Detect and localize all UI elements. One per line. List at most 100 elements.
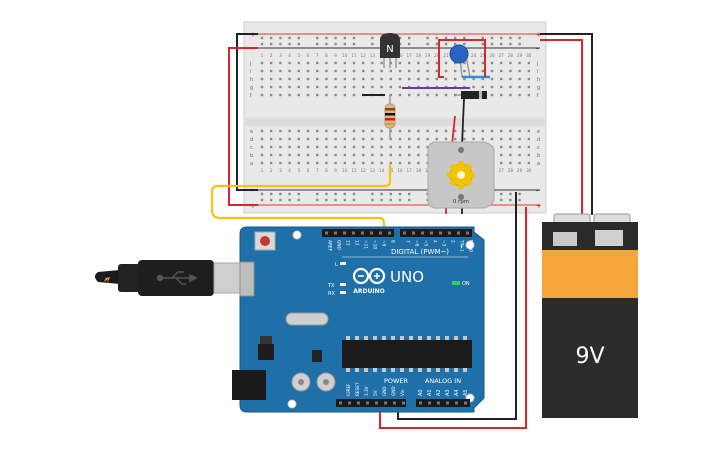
breadboard-hole[interactable] [481, 137, 484, 141]
header-socket[interactable] [464, 401, 467, 405]
breadboard-hole[interactable] [380, 145, 383, 149]
breadboard-hole[interactable] [270, 69, 273, 73]
breadboard-hole[interactable] [352, 85, 356, 89]
breadboard-hole[interactable] [316, 129, 319, 133]
breadboard-hole[interactable] [306, 61, 310, 65]
breadboard-hole[interactable] [343, 129, 346, 133]
rail-hole[interactable] [316, 198, 319, 202]
rail-hole[interactable] [334, 192, 337, 196]
breadboard-hole[interactable] [334, 69, 337, 73]
rail-hole[interactable] [380, 198, 383, 202]
breadboard-hole[interactable] [297, 69, 300, 73]
breadboard-hole[interactable] [316, 137, 319, 141]
wire-red-left-rail[interactable] [228, 47, 258, 206]
breadboard-hole[interactable] [371, 137, 374, 141]
breadboard-hole[interactable] [343, 69, 346, 73]
breadboard-hole[interactable] [362, 69, 365, 73]
breadboard-hole[interactable] [426, 93, 429, 97]
rail-hole[interactable] [343, 36, 346, 40]
rail-hole[interactable] [325, 192, 328, 196]
breadboard-hole[interactable] [297, 85, 300, 89]
resistor[interactable] [384, 95, 396, 140]
dc-motor[interactable]: 0 rpm [427, 141, 495, 209]
breadboard-hole[interactable] [380, 129, 383, 133]
breadboard-hole[interactable] [472, 77, 475, 81]
breadboard-hole[interactable] [426, 69, 429, 73]
rail-hole[interactable] [371, 36, 374, 40]
breadboard-hole[interactable] [316, 69, 319, 73]
breadboard-hole[interactable] [509, 137, 512, 141]
breadboard-hole[interactable] [454, 77, 457, 81]
breadboard-hole[interactable] [371, 153, 374, 157]
breadboard-hole[interactable] [509, 69, 512, 73]
breadboard-hole[interactable] [408, 61, 411, 65]
breadboard-hole[interactable] [297, 77, 300, 81]
header-socket[interactable] [403, 231, 406, 235]
breadboard-hole[interactable] [371, 161, 374, 165]
breadboard-hole[interactable] [270, 137, 273, 141]
header-socket[interactable] [352, 231, 355, 235]
breadboard-hole[interactable] [371, 69, 374, 73]
rail-hole[interactable] [288, 36, 291, 40]
breadboard-hole[interactable] [334, 161, 337, 165]
breadboard-hole[interactable] [481, 129, 484, 133]
breadboard-hole[interactable] [435, 137, 438, 141]
breadboard-hole[interactable] [316, 93, 319, 97]
rail-hole[interactable] [454, 36, 457, 40]
breadboard-hole[interactable] [270, 129, 273, 133]
breadboard-hole[interactable] [426, 145, 429, 149]
rail-hole[interactable] [481, 36, 484, 40]
breadboard-hole[interactable] [260, 153, 264, 157]
breadboard-hole[interactable] [398, 61, 402, 65]
motor-lead-red[interactable] [451, 115, 456, 146]
rail-hole[interactable] [316, 36, 319, 40]
rail-hole[interactable] [389, 192, 392, 196]
rail-hole[interactable] [518, 198, 521, 202]
breadboard-hole[interactable] [463, 137, 466, 141]
breadboard-hole[interactable] [260, 61, 264, 65]
usb-cable[interactable] [95, 260, 249, 296]
rail-hole[interactable] [500, 192, 503, 196]
breadboard-hole[interactable] [444, 137, 448, 141]
rail-hole[interactable] [343, 42, 346, 46]
header-socket[interactable] [446, 401, 449, 405]
breadboard-hole[interactable] [306, 161, 310, 165]
rail-hole[interactable] [270, 42, 273, 46]
breadboard-hole[interactable] [279, 77, 282, 81]
header-socket[interactable] [421, 231, 424, 235]
rail-hole[interactable] [270, 198, 273, 202]
breadboard-hole[interactable] [398, 93, 402, 97]
breadboard-hole[interactable] [500, 129, 503, 133]
breadboard-hole[interactable] [297, 93, 300, 97]
breadboard-hole[interactable] [408, 93, 411, 97]
breadboard-hole[interactable] [490, 61, 494, 65]
breadboard-hole[interactable] [362, 137, 365, 141]
breadboard-hole[interactable] [398, 85, 402, 89]
breadboard-hole[interactable] [362, 61, 365, 65]
rail-hole[interactable] [426, 42, 429, 46]
breadboard-hole[interactable] [352, 153, 356, 157]
breadboard-hole[interactable] [334, 85, 337, 89]
rail-hole[interactable] [297, 198, 300, 202]
breadboard-hole[interactable] [279, 85, 282, 89]
rail-hole[interactable] [509, 198, 512, 202]
rail-hole[interactable] [481, 42, 484, 46]
breadboard-hole[interactable] [288, 129, 291, 133]
breadboard-hole[interactable] [371, 129, 374, 133]
breadboard-hole[interactable] [518, 161, 521, 165]
breadboard-hole[interactable] [297, 153, 300, 157]
breadboard-hole[interactable] [316, 61, 319, 65]
rail-hole[interactable] [435, 42, 438, 46]
breadboard-hole[interactable] [270, 153, 273, 157]
breadboard-hole[interactable] [527, 129, 530, 133]
breadboard-hole[interactable] [371, 77, 374, 81]
breadboard-hole[interactable] [325, 145, 328, 149]
rail-hole[interactable] [444, 36, 448, 40]
breadboard-hole[interactable] [306, 137, 310, 141]
header-socket[interactable] [393, 401, 396, 405]
breadboard-hole[interactable] [362, 161, 365, 165]
wire-black-gnd[interactable] [397, 192, 517, 420]
rail-hole[interactable] [371, 198, 374, 202]
rail-hole[interactable] [288, 192, 291, 196]
header-socket[interactable] [339, 401, 342, 405]
